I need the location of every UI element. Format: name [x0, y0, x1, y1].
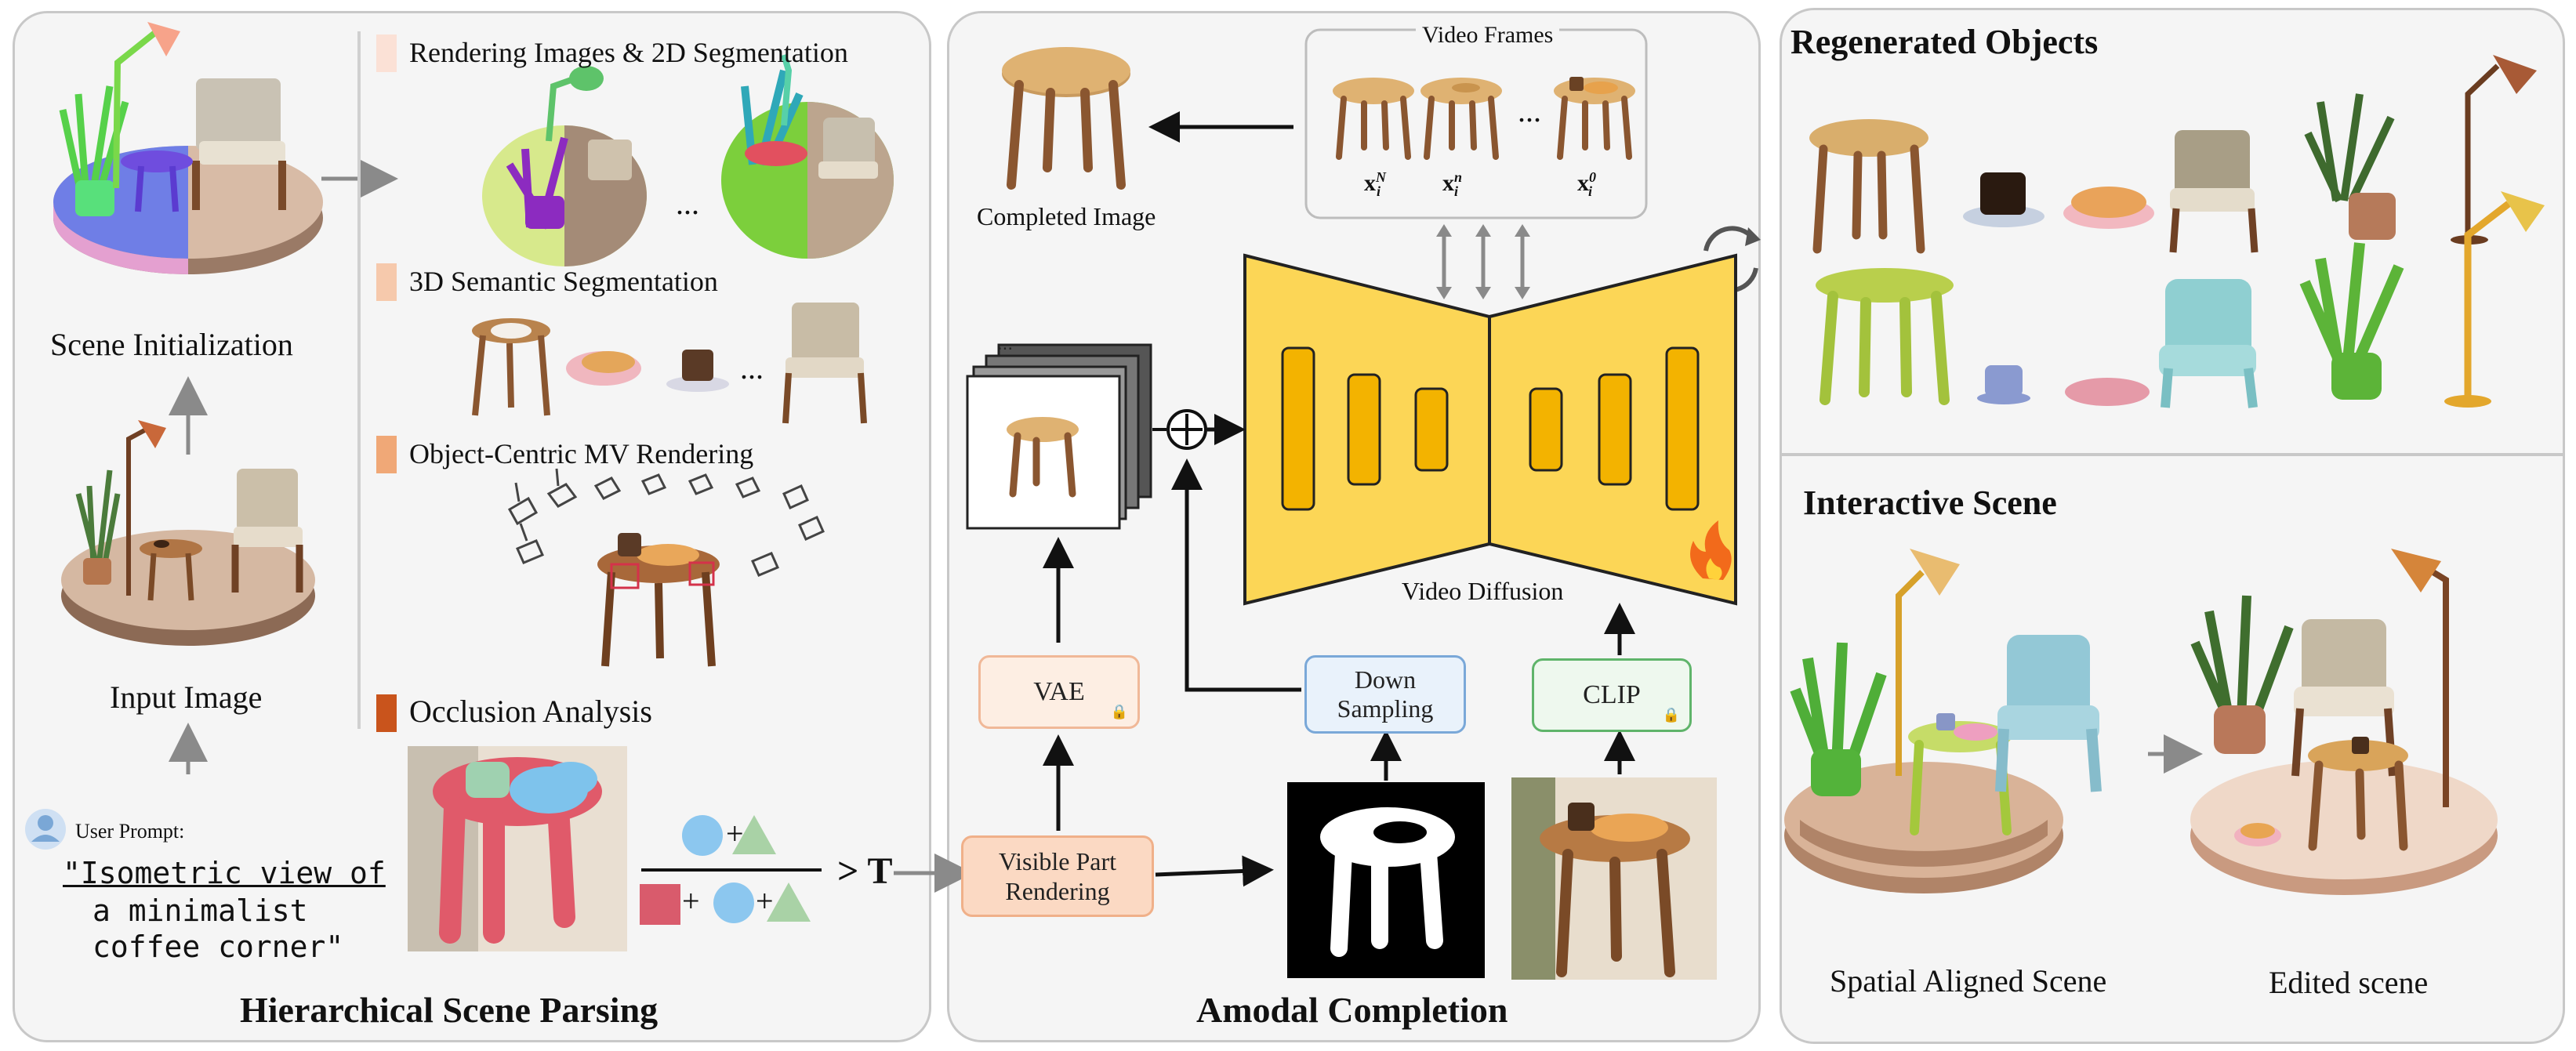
seg3d-objects: [472, 303, 867, 424]
step-label-occlusion: Occlusion Analysis: [409, 694, 652, 729]
regenerated-objects-row1: [1809, 55, 2537, 254]
prompt-text-line2: a minimalist: [93, 893, 308, 928]
video-frame-stools: [1333, 77, 1635, 160]
occlusion-image: [408, 746, 627, 951]
scene-initialization-label: Scene Initialization: [50, 327, 293, 362]
regenerated-objects-row2: [1816, 191, 2545, 408]
completed-image-label: Completed Image: [977, 202, 1156, 230]
formula-plus-top: +: [726, 816, 744, 851]
down-sampling-label-2: Sampling: [1337, 694, 1434, 723]
frame-exchange-arrows: [1442, 234, 1525, 290]
down-sampling-box: Down Sampling: [1304, 655, 1466, 734]
prompt-text-line1: "Isometric view of: [63, 856, 386, 890]
video-diffusion-label: Video Diffusion: [1402, 577, 1564, 605]
edited-scene-image: [2190, 549, 2498, 895]
frame-sup-N: N: [1376, 169, 1386, 185]
step-label-mv-rendering: Object-Centric MV Rendering: [409, 438, 754, 469]
video-frames-label: Video Frames: [1416, 22, 1560, 49]
user-prompt-label: User Prompt:: [75, 820, 185, 843]
mv-table-render: [597, 533, 720, 667]
clip-box: CLIP 🔒: [1532, 658, 1692, 732]
ellipsis-2d: ...: [676, 186, 699, 221]
spatial-aligned-scene-image: [1784, 549, 2102, 893]
spatial-aligned-scene-label: Spatial Aligned Scene: [1830, 963, 2107, 998]
input-image: [61, 420, 315, 646]
seg2d-images: [482, 53, 894, 266]
video-diffusion-unet: [1243, 253, 1737, 606]
mv-camera-ring: [507, 468, 825, 577]
frame-sup-0: 0: [1589, 169, 1596, 185]
step-marker-4: [376, 694, 397, 732]
formula-plus-bottom-1: +: [682, 883, 700, 919]
clip-lock-icon: 🔒: [1662, 707, 1680, 723]
video-frames-box: [1304, 28, 1648, 219]
svg-text:...: ...: [997, 333, 1013, 354]
amodal-completion-title: Amodal Completion: [1196, 990, 1508, 1030]
frame-x-0: x: [1577, 170, 1589, 196]
regenerated-objects-title: Regenerated Objects: [1791, 23, 2099, 61]
frames-ellipsis: ...: [1518, 93, 1541, 129]
frame-sub-N: i: [1377, 183, 1381, 199]
scene-initialization-image: [53, 22, 323, 274]
vae-box: VAE 🔒: [978, 655, 1140, 729]
fire-icon: [1690, 520, 1732, 580]
input-image-label: Input Image: [110, 680, 263, 715]
ellipsis-3d: ...: [740, 350, 764, 386]
step-label-3d-segmentation: 3D Semantic Segmentation: [409, 266, 718, 297]
down-sampling-label-1: Down: [1354, 665, 1417, 694]
completed-image-stool: [1002, 47, 1130, 190]
frame-x-n: x: [1442, 170, 1454, 196]
visible-part-label-2: Rendering: [1005, 877, 1110, 905]
visibility-mask-image: [1287, 782, 1485, 978]
panel-results-divider: [1781, 453, 2563, 456]
frame-label-n: xni: [1442, 169, 1462, 200]
step-marker-2: [376, 263, 397, 301]
step-marker-1: [376, 34, 397, 72]
frame-x-N: x: [1364, 170, 1376, 196]
step-marker-3: [376, 436, 397, 473]
frame-sup-n: n: [1454, 169, 1463, 185]
frame-sub-0: i: [1588, 183, 1593, 199]
occlusion-formula: [640, 815, 822, 925]
vae-label: VAE: [1033, 677, 1085, 706]
prompt-text-line3: coffee corner": [93, 930, 344, 964]
interactive-scene-title: Interactive Scene: [1803, 484, 2057, 522]
hierarchical-parsing-title: Hierarchical Scene Parsing: [240, 990, 659, 1030]
frame-sub-n: i: [1454, 183, 1459, 199]
visible-part-label-1: Visible Part: [998, 846, 1117, 875]
input-frame-stack: [966, 343, 1152, 530]
step-label-2d-segmentation: Rendering Images & 2D Segmentation: [409, 37, 848, 68]
reference-photo: [1511, 777, 1717, 980]
vae-lock-icon: 🔒: [1110, 704, 1128, 719]
edited-scene-label: Edited scene: [2269, 965, 2429, 1000]
user-avatar-icon: [25, 809, 66, 850]
visible-part-rendering-box: Visible Part Rendering: [961, 835, 1154, 917]
formula-plus-bottom-2: +: [756, 883, 774, 919]
clip-label: CLIP: [1583, 680, 1641, 709]
frame-label-N: xNi: [1364, 169, 1386, 200]
threshold-label: > T: [837, 850, 893, 892]
frame-label-0: x0i: [1577, 169, 1596, 200]
